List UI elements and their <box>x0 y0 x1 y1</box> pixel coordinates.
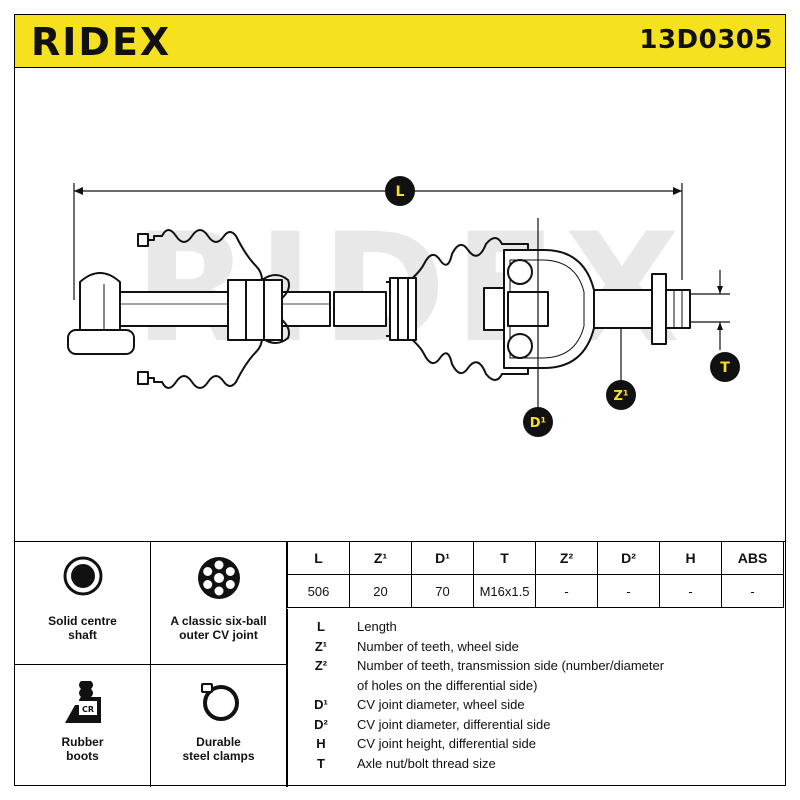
solid-shaft-icon <box>63 556 102 596</box>
spec-header: D² <box>597 541 660 575</box>
length-dimension <box>73 183 683 300</box>
badge-D1-text: D¹ <box>530 416 547 431</box>
spec-value: 506 <box>287 574 350 608</box>
inner-tripod-housing <box>67 272 135 355</box>
legend-text: Axle nut/bolt thread size <box>357 755 496 771</box>
badge-D1: D¹ <box>523 407 553 437</box>
feature-steel-clamps: Durable steel clamps <box>151 665 287 787</box>
legend-symbol: H <box>316 736 326 751</box>
spec-value: 20 <box>349 574 412 608</box>
spec-header: Z² <box>535 541 598 575</box>
legend: L Length Z¹ Number of teeth, wheel side … <box>287 609 787 787</box>
spec-header: T <box>473 541 536 575</box>
six-ball-joint-icon <box>197 557 240 599</box>
brand-logo-text: RIDEX <box>31 21 171 61</box>
legend-text: Length <box>357 619 397 634</box>
legend-symbol: Z¹ <box>314 638 328 654</box>
spec-header: H <box>659 541 722 575</box>
spec-header: D¹ <box>411 541 474 575</box>
spec-header: ABS <box>721 541 784 575</box>
drive-shaft-drawing: RIDEX <box>67 176 740 437</box>
legend-text: CV joint diameter, wheel side <box>357 697 525 712</box>
badge-Z1-text: Z¹ <box>613 389 628 404</box>
spec-header-row: L Z¹ D¹ T Z² D² H ABS <box>287 541 784 575</box>
badge-T: T <box>710 352 740 382</box>
legend-text: Number of teeth, wheel side <box>357 638 519 654</box>
shaft <box>119 291 387 327</box>
feature-label: A classic six-ball outer CV joint <box>170 614 267 642</box>
badge-Z1: Z¹ <box>606 380 636 410</box>
legend-text: of holes on the differential side) <box>357 677 538 693</box>
badge-L-text: L <box>396 184 405 200</box>
spec-value: 70 <box>411 574 474 608</box>
ridex-logo: RIDEX <box>31 21 171 61</box>
rubber-boot-badge: CR <box>81 705 93 714</box>
feature-label: Solid centre shaft <box>48 614 117 642</box>
feature-six-ball-joint: A classic six-ball outer CV joint <box>151 542 287 665</box>
legend-symbol: D² <box>314 716 328 732</box>
badge-L: L <box>385 176 415 206</box>
spec-value: - <box>659 574 722 608</box>
steel-clamp-icon <box>200 683 239 721</box>
feature-label: Durable steel clamps <box>182 735 255 763</box>
inner-boot <box>137 229 290 389</box>
stub-axle <box>593 273 691 345</box>
legend-symbol: L <box>317 619 325 634</box>
spec-value: M16x1.5 <box>473 574 536 608</box>
rubber-boot-icon: CR <box>64 681 101 723</box>
outer-cv-joint <box>503 249 595 369</box>
legend-text: Number of teeth, transmission side (numb… <box>357 658 665 673</box>
feature-rubber-boots: CR Rubber boots <box>15 665 151 787</box>
part-number: 13D0305 <box>639 25 773 55</box>
legend-symbol: T <box>317 755 325 771</box>
spec-value: - <box>721 574 784 608</box>
spec-table: L Z¹ D¹ T Z² D² H ABS 506 20 70 M16x1.5 … <box>287 541 784 608</box>
legend-text: CV joint diameter, differential side <box>357 716 551 732</box>
feature-label: Rubber boots <box>61 735 104 763</box>
header-bar: RIDEX 13D0305 <box>14 14 786 68</box>
spec-header: Z¹ <box>349 541 412 575</box>
legend-symbol: D¹ <box>314 697 328 712</box>
feature-solid-shaft: Solid centre shaft <box>15 542 151 665</box>
legend-text: CV joint height, differential side <box>357 736 536 751</box>
legend-symbol: Z² <box>314 658 328 673</box>
dimension-leaders <box>537 218 730 410</box>
spec-header: L <box>287 541 350 575</box>
spec-value-row: 506 20 70 M16x1.5 - - - - <box>287 574 784 608</box>
badge-T-text: T <box>720 360 730 376</box>
spec-value: - <box>535 574 598 608</box>
info-panel: Solid centre shaft A classic six-ball ou… <box>14 541 787 787</box>
spec-value: - <box>597 574 660 608</box>
